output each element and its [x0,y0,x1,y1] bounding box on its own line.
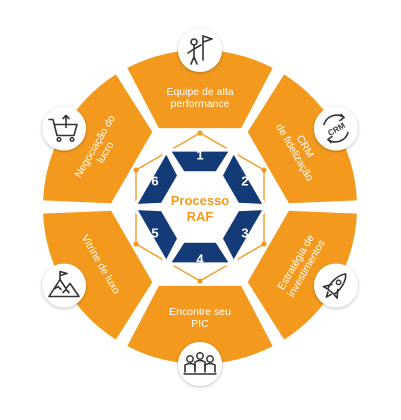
rocket-icon [322,273,347,299]
step-6-tile [133,149,181,208]
step-2-number: 2 [241,174,248,189]
step-1-tile [167,148,233,175]
segment-lower-left [43,210,153,340]
shopping-cart-badge [42,106,86,151]
step-4-number: 4 [196,252,204,267]
connector-dot [197,278,203,284]
step-1-number: 1 [196,148,203,163]
connector-dot [133,167,139,173]
step-4-tile [167,239,233,266]
connector-dot [133,241,139,247]
segment-upper-left [43,74,153,204]
step-6-number: 6 [151,174,158,189]
label-top-line: Equipe de alta [166,86,233,98]
connector-dots [133,130,267,284]
segment-lower-right [247,210,357,340]
label-top-line: performance [171,98,230,110]
step-5-number: 5 [151,226,158,241]
mountain-flag-badge [42,263,86,308]
person-flag-badge [178,28,222,72]
label-bottom-line: Encontre seu [169,306,231,318]
label-bottom-line: PIC [191,318,209,330]
center-title: Processo [171,193,230,208]
step-3-tile [219,206,267,265]
center-label: Processo RAF [171,193,230,224]
mountain-flag-icon [48,270,80,298]
segment-upper-right [247,74,357,204]
connector-dot [261,241,267,247]
inner-steps: 1 2 3 4 5 6 [133,148,267,267]
segment-bottom [127,285,273,364]
person-flag-icon [187,35,213,65]
crm-cycle-badge: CRM [314,106,358,151]
shopping-cart-icon [48,114,78,143]
connector-dot [197,130,203,136]
rocket-badge [314,263,358,308]
icon-badges: CRM [42,28,358,386]
step-3-number: 3 [241,226,248,241]
center-subtitle: RAF [187,209,214,224]
step-2-tile [219,149,267,208]
step-5-tile [133,206,181,265]
group-people-icon [183,352,217,375]
segment-top [127,50,273,129]
outer-segments [43,50,357,364]
connector-dot [261,167,267,173]
group-people-badge [178,342,222,386]
